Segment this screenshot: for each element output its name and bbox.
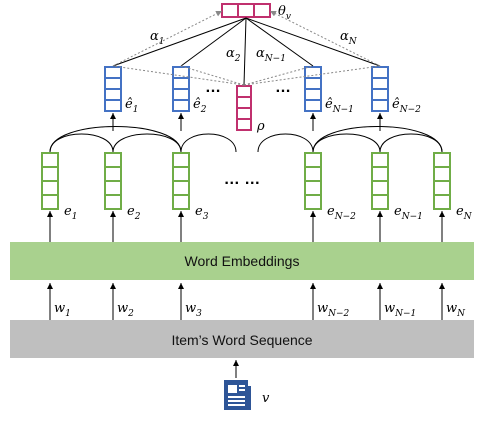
window-arc-6 — [379, 133, 443, 153]
encoded-label-2: ê2 — [193, 97, 207, 115]
word-sequence-bar — [10, 320, 474, 358]
attention-dotted-4 — [243, 65, 381, 86]
encoded-label-1: ê1 — [125, 97, 138, 115]
attention-label-1: α1 — [150, 29, 165, 47]
theta-label: θv — [278, 4, 291, 22]
window-arc-wide-left — [49, 126, 182, 153]
hidden-label-5: eN−1 — [394, 204, 423, 222]
hidden-label-6: eN — [456, 204, 473, 222]
encoded-ellipsis-a: … — [205, 79, 221, 96]
window-arc-2 — [112, 133, 182, 153]
attention-flow-left — [112, 10, 223, 67]
word-label-6: wN — [446, 301, 466, 319]
window-arc-3 — [180, 133, 237, 153]
window-arc-1 — [49, 133, 114, 153]
item-label: v — [262, 391, 270, 406]
encoded-to-theta-2 — [180, 17, 247, 67]
encoded-to-theta-3 — [245, 17, 314, 67]
hidden-ellipsis: … … — [224, 171, 260, 188]
hidden-label-2: e2 — [127, 204, 141, 222]
window-arc-4 — [257, 133, 314, 153]
rho-to-theta — [243, 17, 247, 86]
word-label-5: wN−1 — [384, 301, 416, 319]
attention-label-4: αN — [340, 29, 358, 47]
theta-vector — [221, 3, 271, 18]
word-embeddings-label: Word Embeddings — [185, 253, 300, 269]
encoded-to-theta-4 — [245, 17, 381, 67]
hidden-label-3: e3 — [195, 204, 209, 222]
attention-dotted-2 — [180, 65, 245, 86]
rho-label: ρ — [256, 119, 265, 134]
word-label-1: w1 — [54, 301, 71, 319]
window-arc-5 — [312, 133, 381, 153]
encoded-label-3: êN−1 — [325, 97, 354, 115]
word-label-4: wN−2 — [317, 301, 350, 319]
attention-label-3: αN−1 — [256, 46, 286, 64]
attention-label-2: α2 — [226, 46, 241, 64]
encoded-label-4: êN−2 — [392, 97, 421, 115]
attention-flow-right — [269, 10, 381, 67]
hidden-label-1: e1 — [64, 204, 77, 222]
word-label-2: w2 — [117, 301, 134, 319]
hidden-label-4: eN−2 — [327, 204, 356, 222]
window-arc-wide-right — [312, 126, 443, 153]
document-icon — [224, 380, 251, 410]
word-label-3: w3 — [185, 301, 202, 319]
word-sequence-label: Item’s Word Sequence — [171, 332, 312, 348]
encoded-ellipsis-b: … — [275, 79, 291, 96]
word-embeddings-bar — [10, 242, 474, 280]
encoded-to-theta-1 — [112, 17, 247, 67]
